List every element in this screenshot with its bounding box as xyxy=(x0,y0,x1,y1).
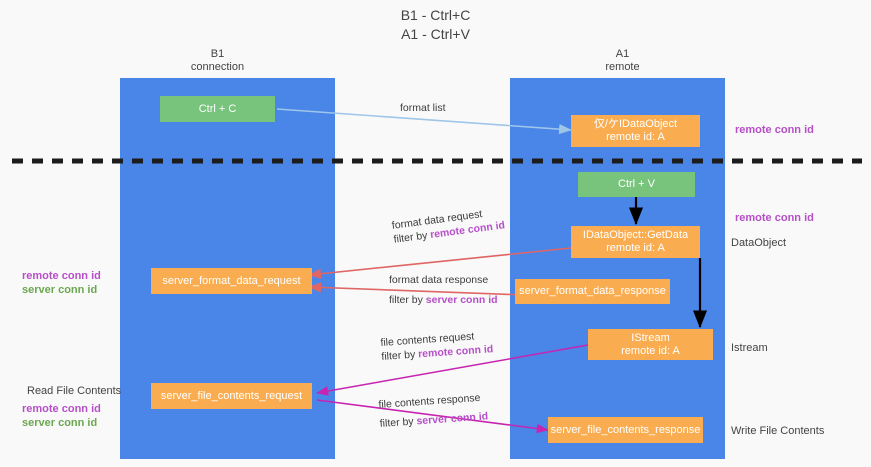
right-label-write-file-contents: Write File Contents xyxy=(731,425,825,437)
column-header-b1-name: B1 xyxy=(210,48,225,60)
node-idataobject[interactable]: 仅/ケIDataObject remote id: A xyxy=(571,115,700,147)
left-label-server-conn-id-mid: server conn id xyxy=(22,284,98,296)
arrow-file-contents-request xyxy=(316,344,589,396)
node-server-format-data-response-label: server_format_data_response xyxy=(519,285,666,297)
column-header-a1: A1 remote xyxy=(545,48,700,74)
node-server-format-data-response[interactable]: server_format_data_response xyxy=(515,279,670,304)
left-label-read-file-contents: Read File Contents xyxy=(27,385,122,397)
edge-label-format-data-response: format data response filter by server co… xyxy=(389,273,498,307)
filter-by-prefix-3: filter by xyxy=(381,348,419,363)
node-istream-line1: IStream xyxy=(631,331,670,344)
edge-label-format-list-line1: format list xyxy=(400,102,446,114)
title-line-2: A1 - Ctrl+V xyxy=(401,26,470,42)
right-label-remote-conn-id-top: remote conn id xyxy=(735,124,814,136)
filter-by-prefix-4: filter by xyxy=(379,415,417,430)
node-server-file-contents-response-label: server_file_contents_response xyxy=(550,423,701,436)
node-ctrl-c[interactable]: Ctrl + C xyxy=(160,96,275,122)
node-getdata-line2: remote id: A xyxy=(606,242,665,254)
filter-by-prefix-2: filter by xyxy=(389,294,426,306)
left-label-remote-conn-id-bottom: remote conn id xyxy=(22,403,101,415)
arrow-format-data-request xyxy=(308,247,572,279)
node-server-format-data-request[interactable]: server_format_data_request xyxy=(151,268,312,294)
node-ctrl-v[interactable]: Ctrl + V xyxy=(578,172,695,197)
node-idataobject-line1: 仅/ケIDataObject xyxy=(593,118,678,130)
edge-label-format-list: format list xyxy=(400,101,446,115)
node-server-format-data-request-label: server_format_data_request xyxy=(162,274,301,287)
left-label-server-conn-id-bottom: server conn id xyxy=(22,417,98,429)
left-label-remote-conn-id-mid: remote conn id xyxy=(22,270,101,282)
right-label-remote-conn-id-middle: remote conn id xyxy=(735,212,814,224)
title-line-1: B1 - Ctrl+C xyxy=(400,7,471,23)
node-getdata-line1: IDataObject::GetData xyxy=(582,229,689,241)
node-getdata[interactable]: IDataObject::GetData remote id: A xyxy=(571,226,700,258)
node-ctrl-v-label: Ctrl + V xyxy=(618,178,655,190)
edge-label-format-data-response-line1: format data response xyxy=(389,274,489,286)
column-header-a1-sub: remote xyxy=(605,61,640,73)
column-header-b1-sub: connection xyxy=(190,61,245,73)
node-istream-line2: remote id: A xyxy=(621,344,680,357)
node-idataobject-line2: remote id: A xyxy=(606,131,665,143)
node-server-file-contents-request[interactable]: server_file_contents_request xyxy=(151,383,312,409)
server-conn-id-strong-2: server conn id xyxy=(425,294,498,306)
diagram-title: B1 - Ctrl+C A1 - Ctrl+V xyxy=(0,6,871,44)
node-server-file-contents-request-label: server_file_contents_request xyxy=(160,389,303,402)
column-header-b1: B1 connection xyxy=(140,48,295,74)
column-header-a1-name: A1 xyxy=(615,48,630,60)
right-label-dataobject: DataObject xyxy=(731,237,787,249)
arrow-format-list xyxy=(276,108,572,135)
arrow-file-contents-response xyxy=(316,399,549,434)
node-ctrl-c-label: Ctrl + C xyxy=(198,102,237,115)
right-label-istream: Istream xyxy=(731,342,768,354)
edge-label-format-data-response-line2: filter by server conn id xyxy=(389,293,498,307)
node-istream[interactable]: IStream remote id: A xyxy=(588,329,713,360)
node-server-file-contents-response[interactable]: server_file_contents_response xyxy=(548,417,703,443)
